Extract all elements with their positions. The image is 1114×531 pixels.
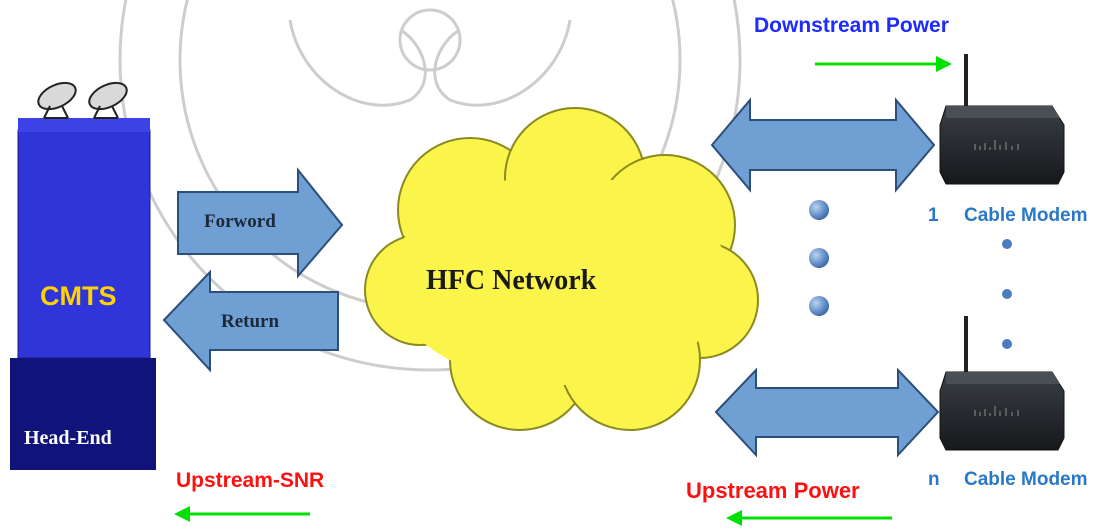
ellipsis-dot — [1002, 289, 1012, 299]
downstream-power-label: Downstream Power — [754, 14, 949, 37]
modem-1-label: Cable Modem — [964, 205, 1088, 226]
modem-n-label: Cable Modem — [964, 469, 1088, 490]
cmts-label: CMTS — [40, 281, 117, 311]
upstream-snr-green-arrow — [174, 506, 310, 522]
satellite-dish-icon — [88, 81, 128, 119]
return-arrow — [162, 269, 339, 373]
head-end-base — [10, 358, 156, 470]
forward-arrow — [177, 167, 344, 279]
hfc-network-label: HFC Network — [426, 265, 597, 296]
upstream-double-arrow — [714, 367, 940, 458]
hfc-cloud-center — [390, 175, 730, 385]
ellipsis-dot — [809, 200, 829, 220]
forward-label: Forword — [204, 211, 276, 232]
downstream-green-arrow — [815, 56, 952, 72]
modem-n-index: n — [928, 469, 940, 490]
upstream-power-label: Upstream Power — [686, 478, 860, 503]
ellipsis-dot — [809, 248, 829, 268]
satellite-dish-icon — [37, 81, 77, 119]
head-end-label: Head-End — [24, 427, 112, 449]
cmts-body — [17, 129, 151, 359]
cable-modem-icon — [939, 316, 1065, 451]
cable-modem-icon — [939, 54, 1065, 185]
upstream-power-green-arrow — [726, 510, 892, 526]
downstream-double-arrow — [710, 97, 936, 193]
cmts-top-cap — [18, 118, 150, 132]
cmts-tower — [10, 118, 156, 470]
ellipsis-dot — [1002, 239, 1012, 249]
modem-1-index: 1 — [928, 205, 939, 226]
ellipsis-dot — [809, 296, 829, 316]
return-label: Return — [221, 311, 280, 332]
ellipsis-dot — [1002, 339, 1012, 349]
upstream-snr-label: Upstream-SNR — [176, 469, 325, 492]
